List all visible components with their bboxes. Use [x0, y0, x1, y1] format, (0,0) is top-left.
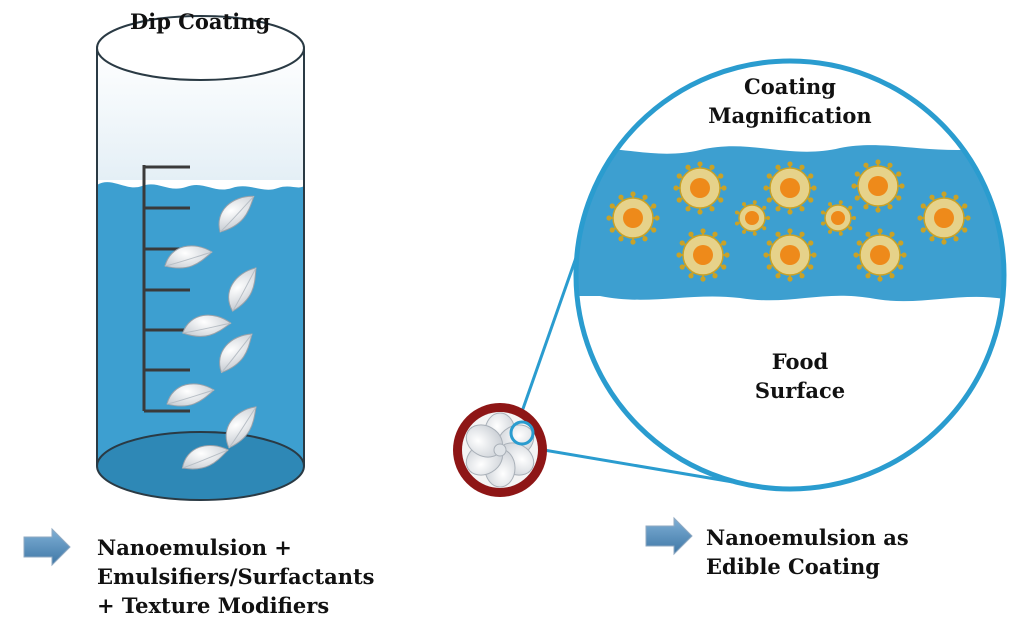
- fruit-piece: [166, 383, 215, 407]
- fruit-piece: [181, 445, 229, 470]
- fruit-piece: [182, 314, 232, 337]
- nanoemulsion-droplet-icon: [606, 191, 660, 245]
- nanoemulsion-droplet-icon: [676, 228, 730, 282]
- mangosteen-icon: [453, 403, 547, 497]
- nanoemulsion-droplet-icon: [917, 191, 971, 245]
- magnification-circle: [573, 58, 1007, 492]
- nanoemulsion-droplet-icon: [763, 161, 817, 215]
- beaker-caption-line2: Emulsifiers/Surfactants: [97, 564, 375, 589]
- dipping-rack: [142, 165, 190, 413]
- fruit-piece: [218, 195, 255, 233]
- food-surface-label-line1: Food: [771, 349, 829, 374]
- nanoemulsion-droplets: [606, 159, 971, 282]
- fruit-piece: [164, 245, 213, 269]
- magnification-heading-line2: Magnification: [708, 103, 872, 128]
- nanoemulsion-droplet-icon: [851, 159, 905, 213]
- food-surface-label-line2: Surface: [754, 378, 846, 403]
- nanoemulsion-droplet-icon: [673, 161, 727, 215]
- fruit-piece: [225, 406, 257, 449]
- zoom-lines: [516, 251, 734, 484]
- diagram-title: Dip Coating: [130, 9, 271, 34]
- right-arrow-icon: [645, 516, 693, 556]
- beaker-caption-line3: + Texture Modifiers: [97, 593, 330, 618]
- nanoemulsion-droplet-icon: [763, 228, 817, 282]
- beaker-caption-line1: Nanoemulsion +: [97, 535, 292, 560]
- magnification-heading-line1: Coating: [744, 74, 836, 99]
- right-arrow-icon: [23, 527, 71, 567]
- fruit-piece: [228, 267, 257, 312]
- fruit-pieces: [164, 195, 257, 470]
- coating-caption-line2: Edible Coating: [706, 554, 880, 579]
- coating-caption-line1: Nanoemulsion as: [706, 525, 909, 550]
- nanoemulsion-droplet-icon: [820, 200, 856, 236]
- nanoemulsion-droplet-icon: [853, 228, 907, 282]
- fruit-piece: [219, 333, 253, 374]
- nanoemulsion-droplet-icon: [734, 200, 770, 236]
